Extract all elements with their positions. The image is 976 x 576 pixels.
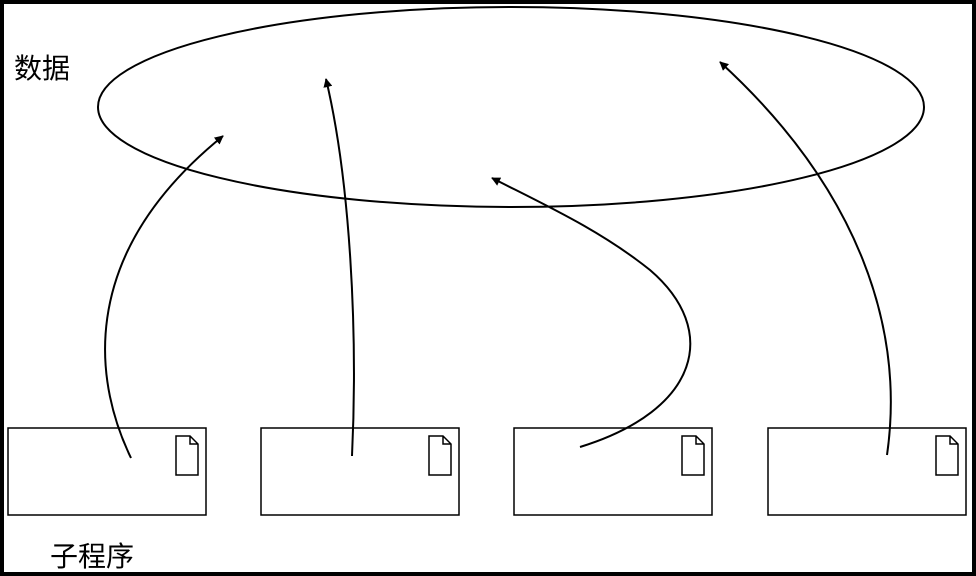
data-label: 数据 [14,52,70,85]
subprogram-box-4 [767,427,967,516]
subprogram-box-2 [260,427,460,516]
arrow-subprogram-2-to-data [323,78,355,457]
data-ellipse [97,6,925,208]
arrow-subprogram-3-to-data [491,177,692,448]
arrow-subprogram-4-to-data [719,61,892,456]
document-icon [935,435,959,476]
document-icon [428,435,452,476]
arrow-subprogram-1-to-data [104,135,224,459]
document-icon [681,435,705,476]
document-icon [175,435,199,476]
subprogram-box-1 [7,427,207,516]
subprogram-label: 子程序 [50,540,134,573]
subprogram-box-3 [513,427,713,516]
